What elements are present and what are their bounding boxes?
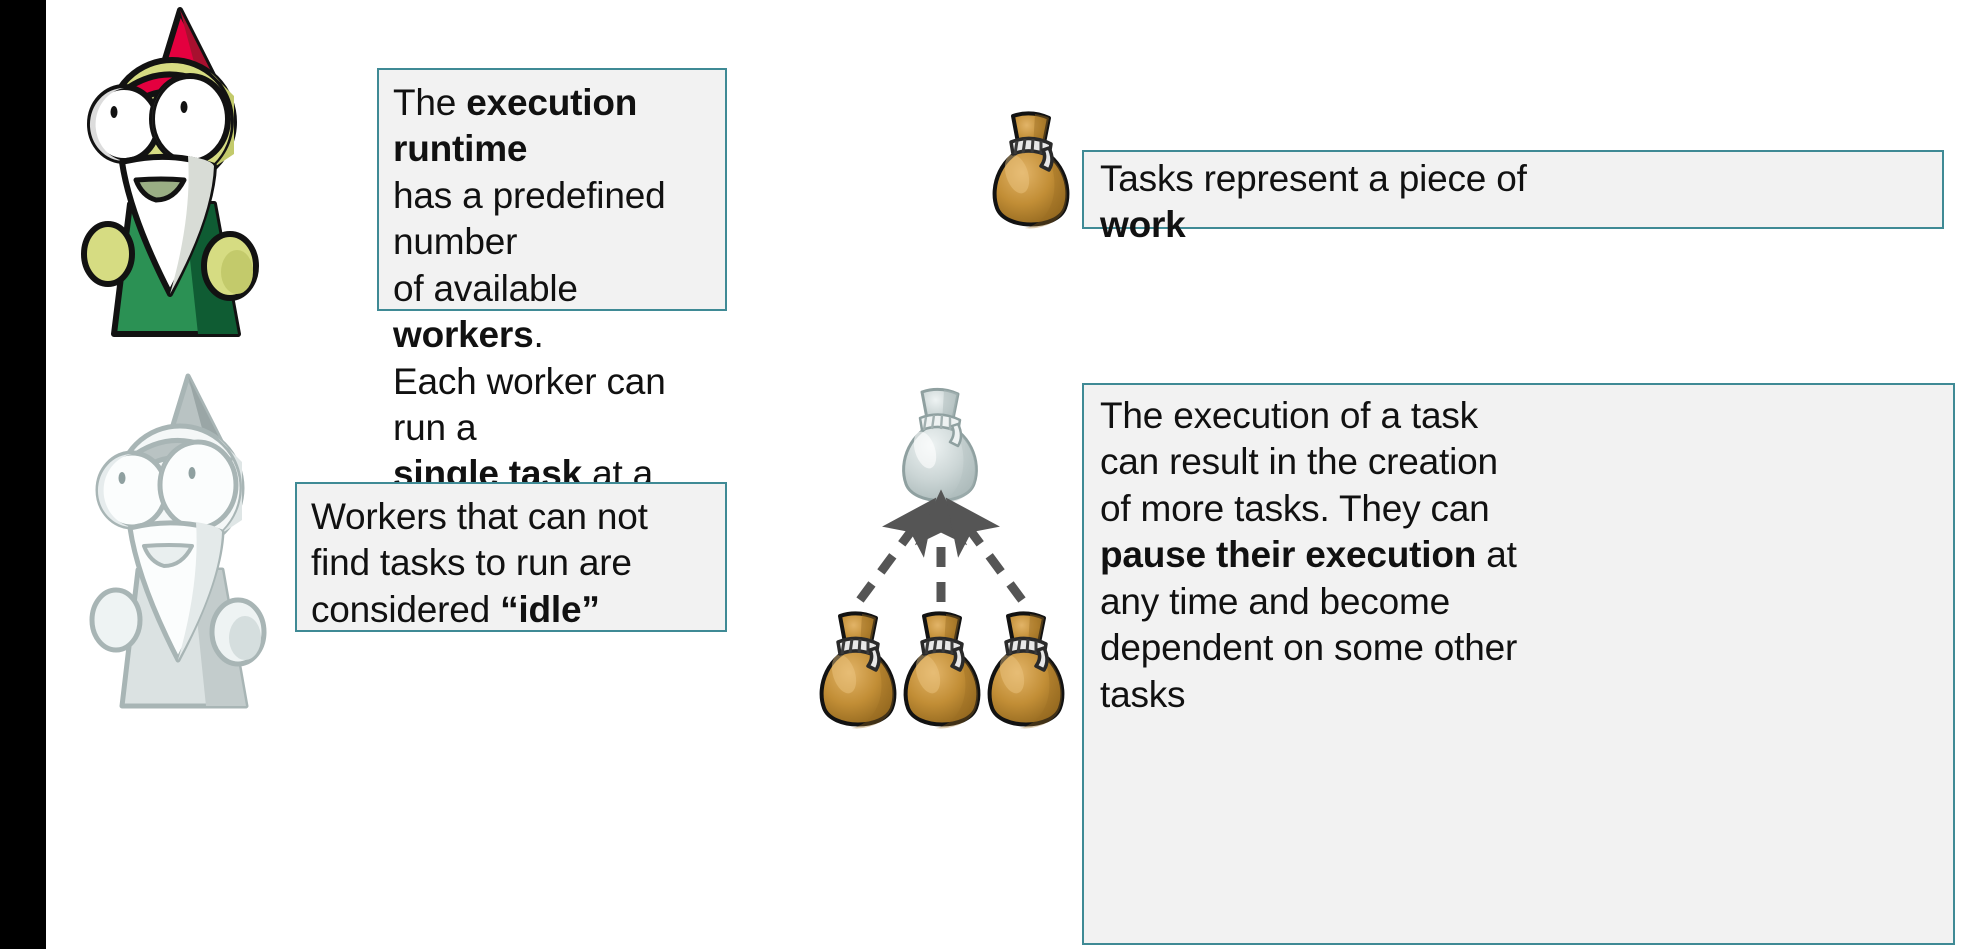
callout-line: Workers that can not — [311, 494, 713, 540]
callout-text: Tasks represent a piece of — [1100, 158, 1527, 199]
callout-text: Workers that can not — [311, 496, 648, 537]
callout-line: of available workers. — [393, 266, 713, 359]
callout-text: of more tasks. They can — [1100, 487, 1490, 529]
callout-text: The — [393, 82, 467, 123]
callout-text: tasks — [1100, 673, 1186, 715]
child-task-bag-2 — [903, 611, 981, 729]
callout-text: find tasks to run are — [311, 542, 632, 584]
callout-text: of available — [393, 267, 578, 309]
child-task-bag-3 — [987, 611, 1065, 729]
task-work-callout: Tasks represent a piece of work — [1082, 150, 1944, 245]
gnome-worker-active-illustration — [62, 4, 272, 356]
callout-line: any time and become — [1100, 579, 1941, 625]
dependency-arrow-right — [945, 497, 1026, 603]
callout-emphasis: “idle” — [500, 588, 600, 630]
callout-line: tasks — [1100, 672, 1941, 718]
callout-text: at — [1476, 534, 1517, 576]
dependency-arrow-left — [856, 497, 937, 603]
left-black-rail — [0, 0, 46, 949]
task-spawn-callout: The execution of a task can result in the… — [1082, 383, 1955, 945]
callout-text: considered — [311, 588, 501, 630]
callout-text: has a predefined number — [393, 174, 666, 263]
callout-line: Each worker can run a — [393, 359, 713, 452]
callout-text: can result in the creation — [1100, 441, 1498, 483]
callout-line: dependent on some other — [1100, 625, 1941, 671]
task-dependency-graph — [810, 380, 1072, 735]
callout-line: has a predefined number — [393, 173, 713, 266]
callout-line: find tasks to run are — [311, 540, 713, 586]
callout-emphasis: pause their execution — [1100, 534, 1477, 576]
callout-text: The execution of a task — [1100, 395, 1478, 436]
callout-line: work — [1100, 202, 1930, 248]
callout-line: can result in the creation — [1100, 439, 1941, 485]
callout-emphasis: workers — [393, 314, 534, 356]
callout-line: of more tasks. They can — [1100, 486, 1941, 532]
callout-line: considered “idle” — [311, 587, 713, 633]
parent-task-bag — [902, 387, 978, 505]
callout-emphasis: execution runtime — [393, 82, 638, 170]
callout-text: any time and become — [1100, 580, 1450, 622]
callout-text: dependent on some other — [1100, 627, 1518, 669]
callout-line: The execution of a task — [1100, 393, 1941, 439]
callout-text: Each worker can run a — [393, 360, 666, 448]
callout-work-text: Tasks represent a piece of work — [1084, 152, 1942, 253]
gnome-worker-idle-illustration — [70, 370, 280, 730]
task-bag-gold-icon — [985, 108, 1077, 236]
idle-worker-callout: Workers that can not find tasks to run ar… — [295, 482, 727, 632]
callout-text: . — [533, 314, 544, 356]
callout-emphasis: work — [1100, 204, 1186, 246]
callout-spawn-text: The execution of a task can result in the… — [1084, 385, 1953, 726]
callout-line: pause their execution at — [1100, 532, 1941, 578]
callout-idle-text: Workers that can not find tasks to run ar… — [297, 484, 725, 643]
callout-line: Tasks represent a piece of — [1100, 156, 1930, 202]
child-task-bag-1 — [819, 611, 897, 729]
callout-line: The execution runtime — [393, 80, 713, 173]
